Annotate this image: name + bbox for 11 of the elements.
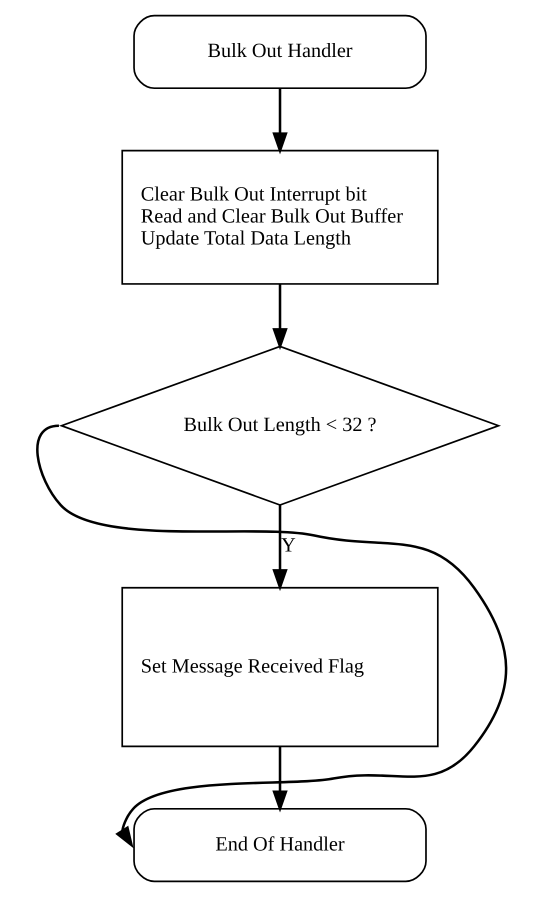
node-box: Bulk Out Handler <box>133 14 427 90</box>
node-box: End Of Handler <box>133 808 427 882</box>
arrow <box>272 505 288 592</box>
node-box: Clear Bulk Out Interrupt bit Read and Clear Bulk Out Buffer Update Total Data Length <box>121 150 439 285</box>
arrow <box>272 88 288 154</box>
arrow <box>272 746 288 812</box>
node-diamond: Bulk Out Length < 32 ? <box>59 346 502 506</box>
arrow <box>272 284 288 350</box>
node-box: Set Message Received Flag <box>121 586 439 748</box>
arrow <box>36 424 508 848</box>
edge-label: Y <box>281 534 296 557</box>
